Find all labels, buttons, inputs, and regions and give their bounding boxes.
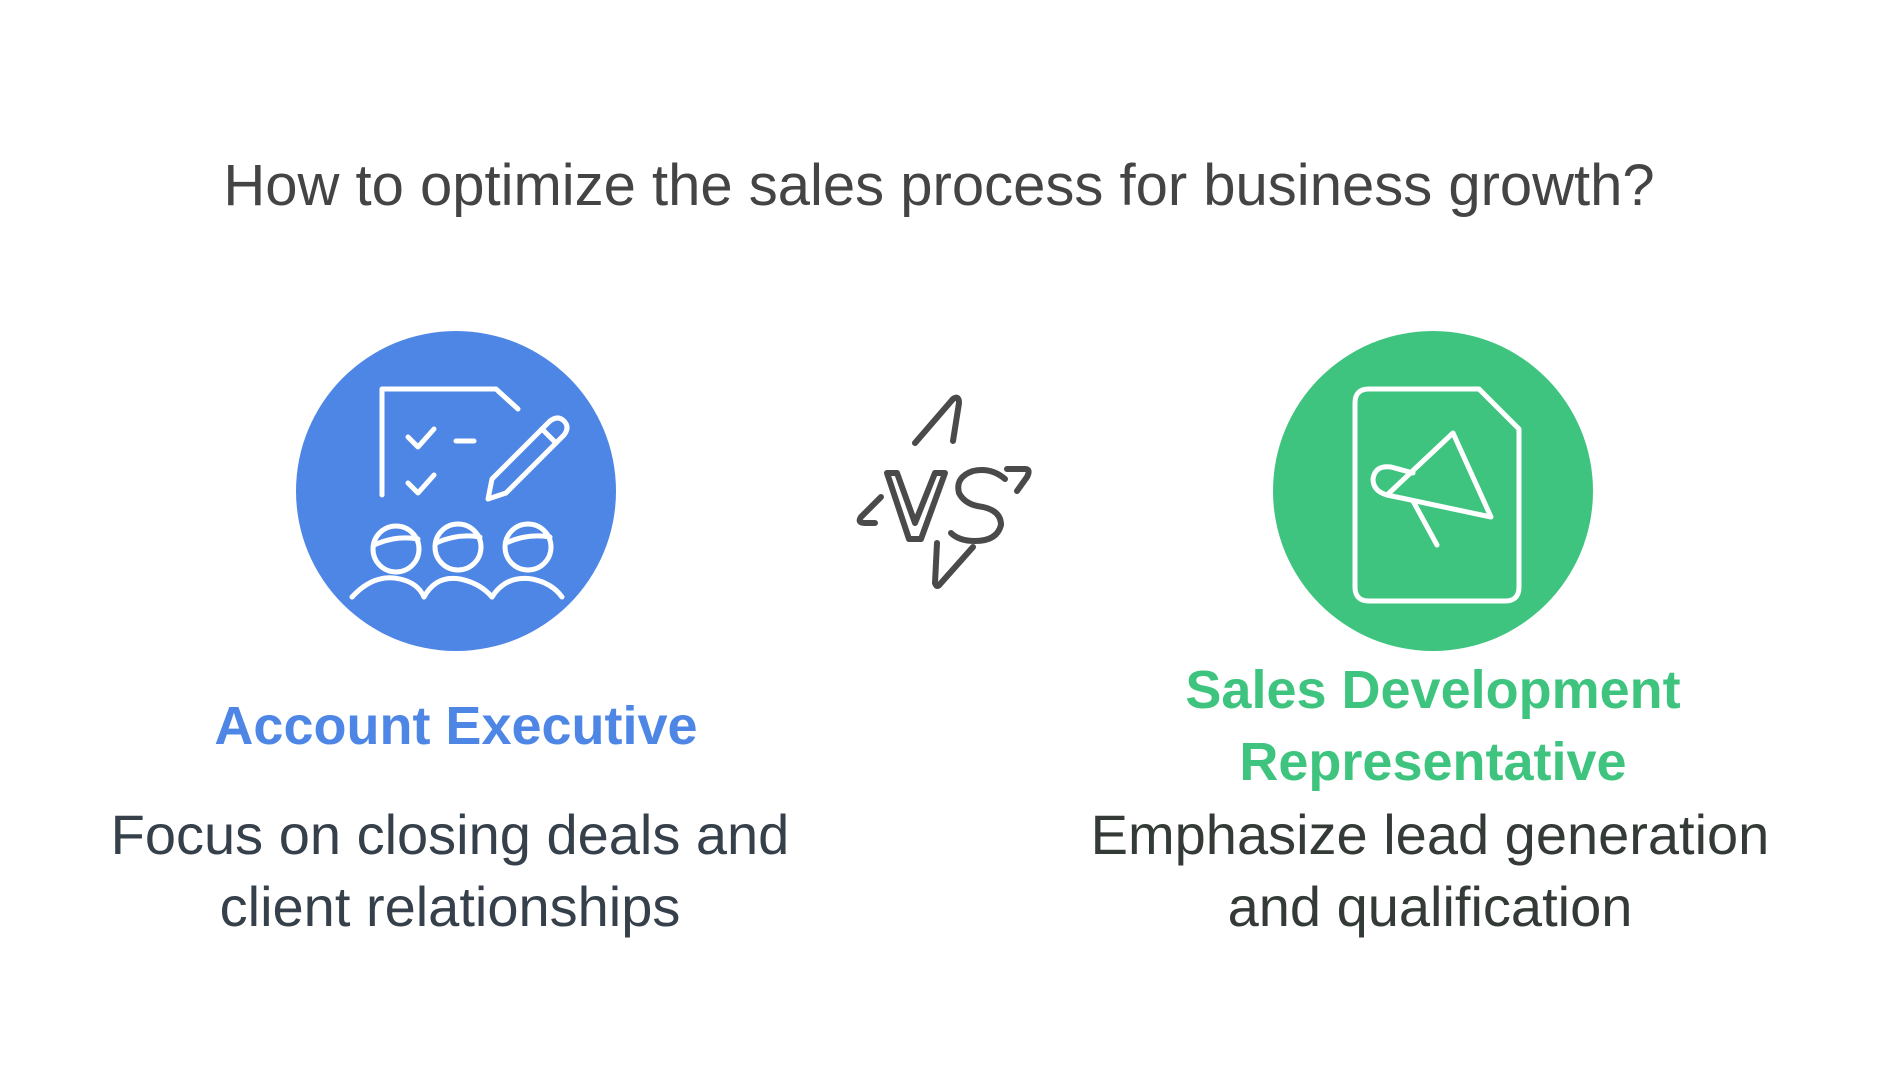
checklist-pencil-team-icon (349, 386, 570, 600)
vs-lightning-icon (856, 394, 1032, 589)
sales-development-heading: Sales Development Representative (1077, 654, 1789, 798)
account-executive-heading: Account Executive (214, 696, 698, 756)
account-executive-circle (296, 331, 616, 651)
account-executive-description-line-2: client relationships (219, 875, 681, 938)
sales-development-heading-line-1: Sales Development (1185, 660, 1681, 720)
account-executive-description: Focus on closing deals and client relati… (50, 799, 850, 943)
sales-development-heading-line-2: Representative (1239, 732, 1627, 792)
sales-development-description-line-2: and qualification (1227, 875, 1633, 938)
account-executive-description-line-1: Focus on closing deals and (110, 803, 790, 866)
page-title: How to optimize the sales process for bu… (223, 153, 1655, 218)
sales-development-circle (1273, 331, 1593, 651)
sales-development-description: Emphasize lead generation and qualificat… (1030, 799, 1830, 943)
sales-development-description-line-1: Emphasize lead generation (1090, 803, 1770, 866)
megaphone-document-icon (1352, 386, 1522, 604)
